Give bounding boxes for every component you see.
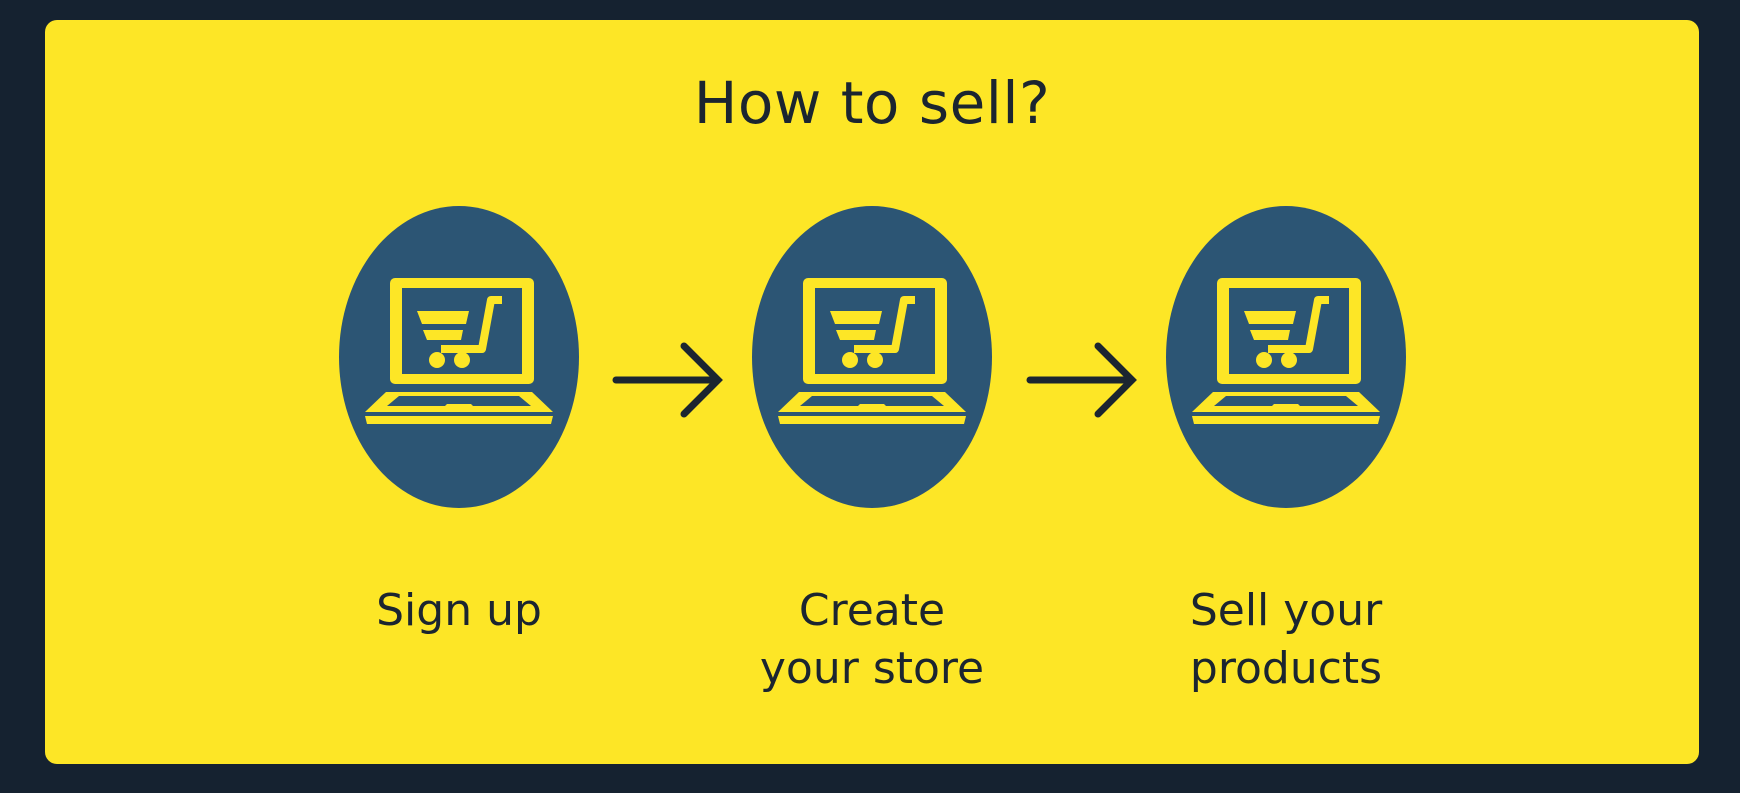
step-label-sign-up: Sign up <box>376 585 542 636</box>
arrow-right-icon <box>1026 342 1137 418</box>
step-label-sell-products: Sell your products <box>1189 585 1383 694</box>
laptop-cart-icon <box>1166 206 1406 508</box>
arrow-right-icon <box>612 342 723 418</box>
card: How to sell? Sign up Create your store S… <box>45 20 1699 764</box>
page-title: How to sell? <box>693 69 1051 137</box>
laptop-cart-icon <box>752 206 992 508</box>
step-label-create-store: Create your store <box>759 585 985 694</box>
laptop-cart-icon <box>339 206 579 508</box>
